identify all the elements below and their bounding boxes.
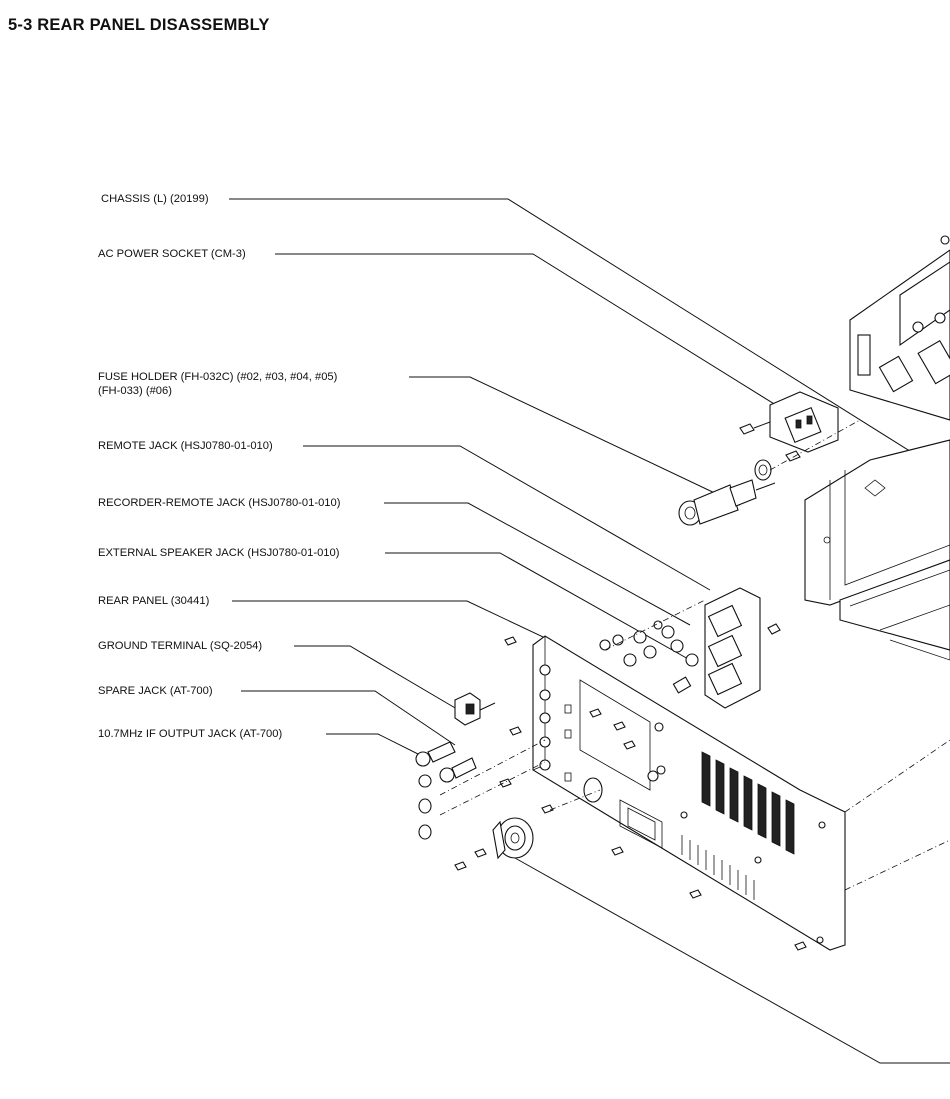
jack-board [599, 587, 781, 709]
chassis-bottom-plate [839, 559, 950, 651]
loose-screws [454, 636, 807, 951]
vent-louvers [701, 751, 795, 855]
label-fuse-holder: FUSE HOLDER (FH-032C) (#02, #03, #04, #0… [98, 370, 337, 398]
label-rear-panel: REAR PANEL (30441) [98, 595, 210, 607]
leader-rear-panel [232, 600, 561, 646]
page-title: 5-3 REAR PANEL DISASSEMBLY [8, 16, 270, 34]
vent-slits [681, 835, 755, 900]
rear-panel-part [532, 635, 846, 951]
label-recorder-remote-jack: RECORDER-REMOTE JACK (HSJ0780-01-010) [98, 497, 341, 509]
fuse-holder [678, 479, 776, 526]
leader-bottom-right [514, 857, 950, 1064]
alignment-lines [844, 739, 950, 891]
leader-external-speaker-jack [385, 552, 691, 661]
label-ac-power-socket: AC POWER SOCKET (CM-3) [98, 248, 246, 260]
antenna-connector [492, 817, 534, 860]
label-remote-jack: REMOTE JACK (HSJ0780-01-010) [98, 440, 273, 452]
label-spare-jack: SPARE JACK (AT-700) [98, 685, 213, 697]
leader-recorder-remote-jack [384, 502, 691, 626]
leader-remote-jack [303, 445, 711, 591]
label-if-output-jack: 10.7MHz IF OUTPUT JACK (AT-700) [98, 728, 283, 740]
ground-terminal-part [454, 692, 496, 726]
chassis-assembly [804, 235, 950, 661]
leader-spare-jack [241, 690, 456, 746]
leader-if-output-jack [326, 733, 431, 761]
leader-lines [229, 198, 950, 1064]
chassis-tray [804, 439, 950, 606]
label-ground-terminal: GROUND TERMINAL (SQ-2054) [98, 640, 263, 652]
leader-ac-power-socket [275, 253, 801, 421]
label-chassis: CHASSIS (L) (20199) [101, 193, 209, 205]
leader-ground-terminal [294, 645, 463, 713]
label-external-speaker-jack: EXTERNAL SPEAKER JACK (HSJ0780-01-010) [98, 547, 340, 559]
label-fuse-holder-line1: FUSE HOLDER (FH-032C) (#02, #03, #04, #0… [98, 371, 338, 383]
leader-fuse-holder [409, 376, 741, 506]
label-fuse-holder-line2: (FH-033) (#06) [98, 385, 172, 397]
leader-chassis [229, 198, 941, 471]
ac-power-socket [739, 391, 861, 481]
rca-jacks [415, 739, 546, 840]
